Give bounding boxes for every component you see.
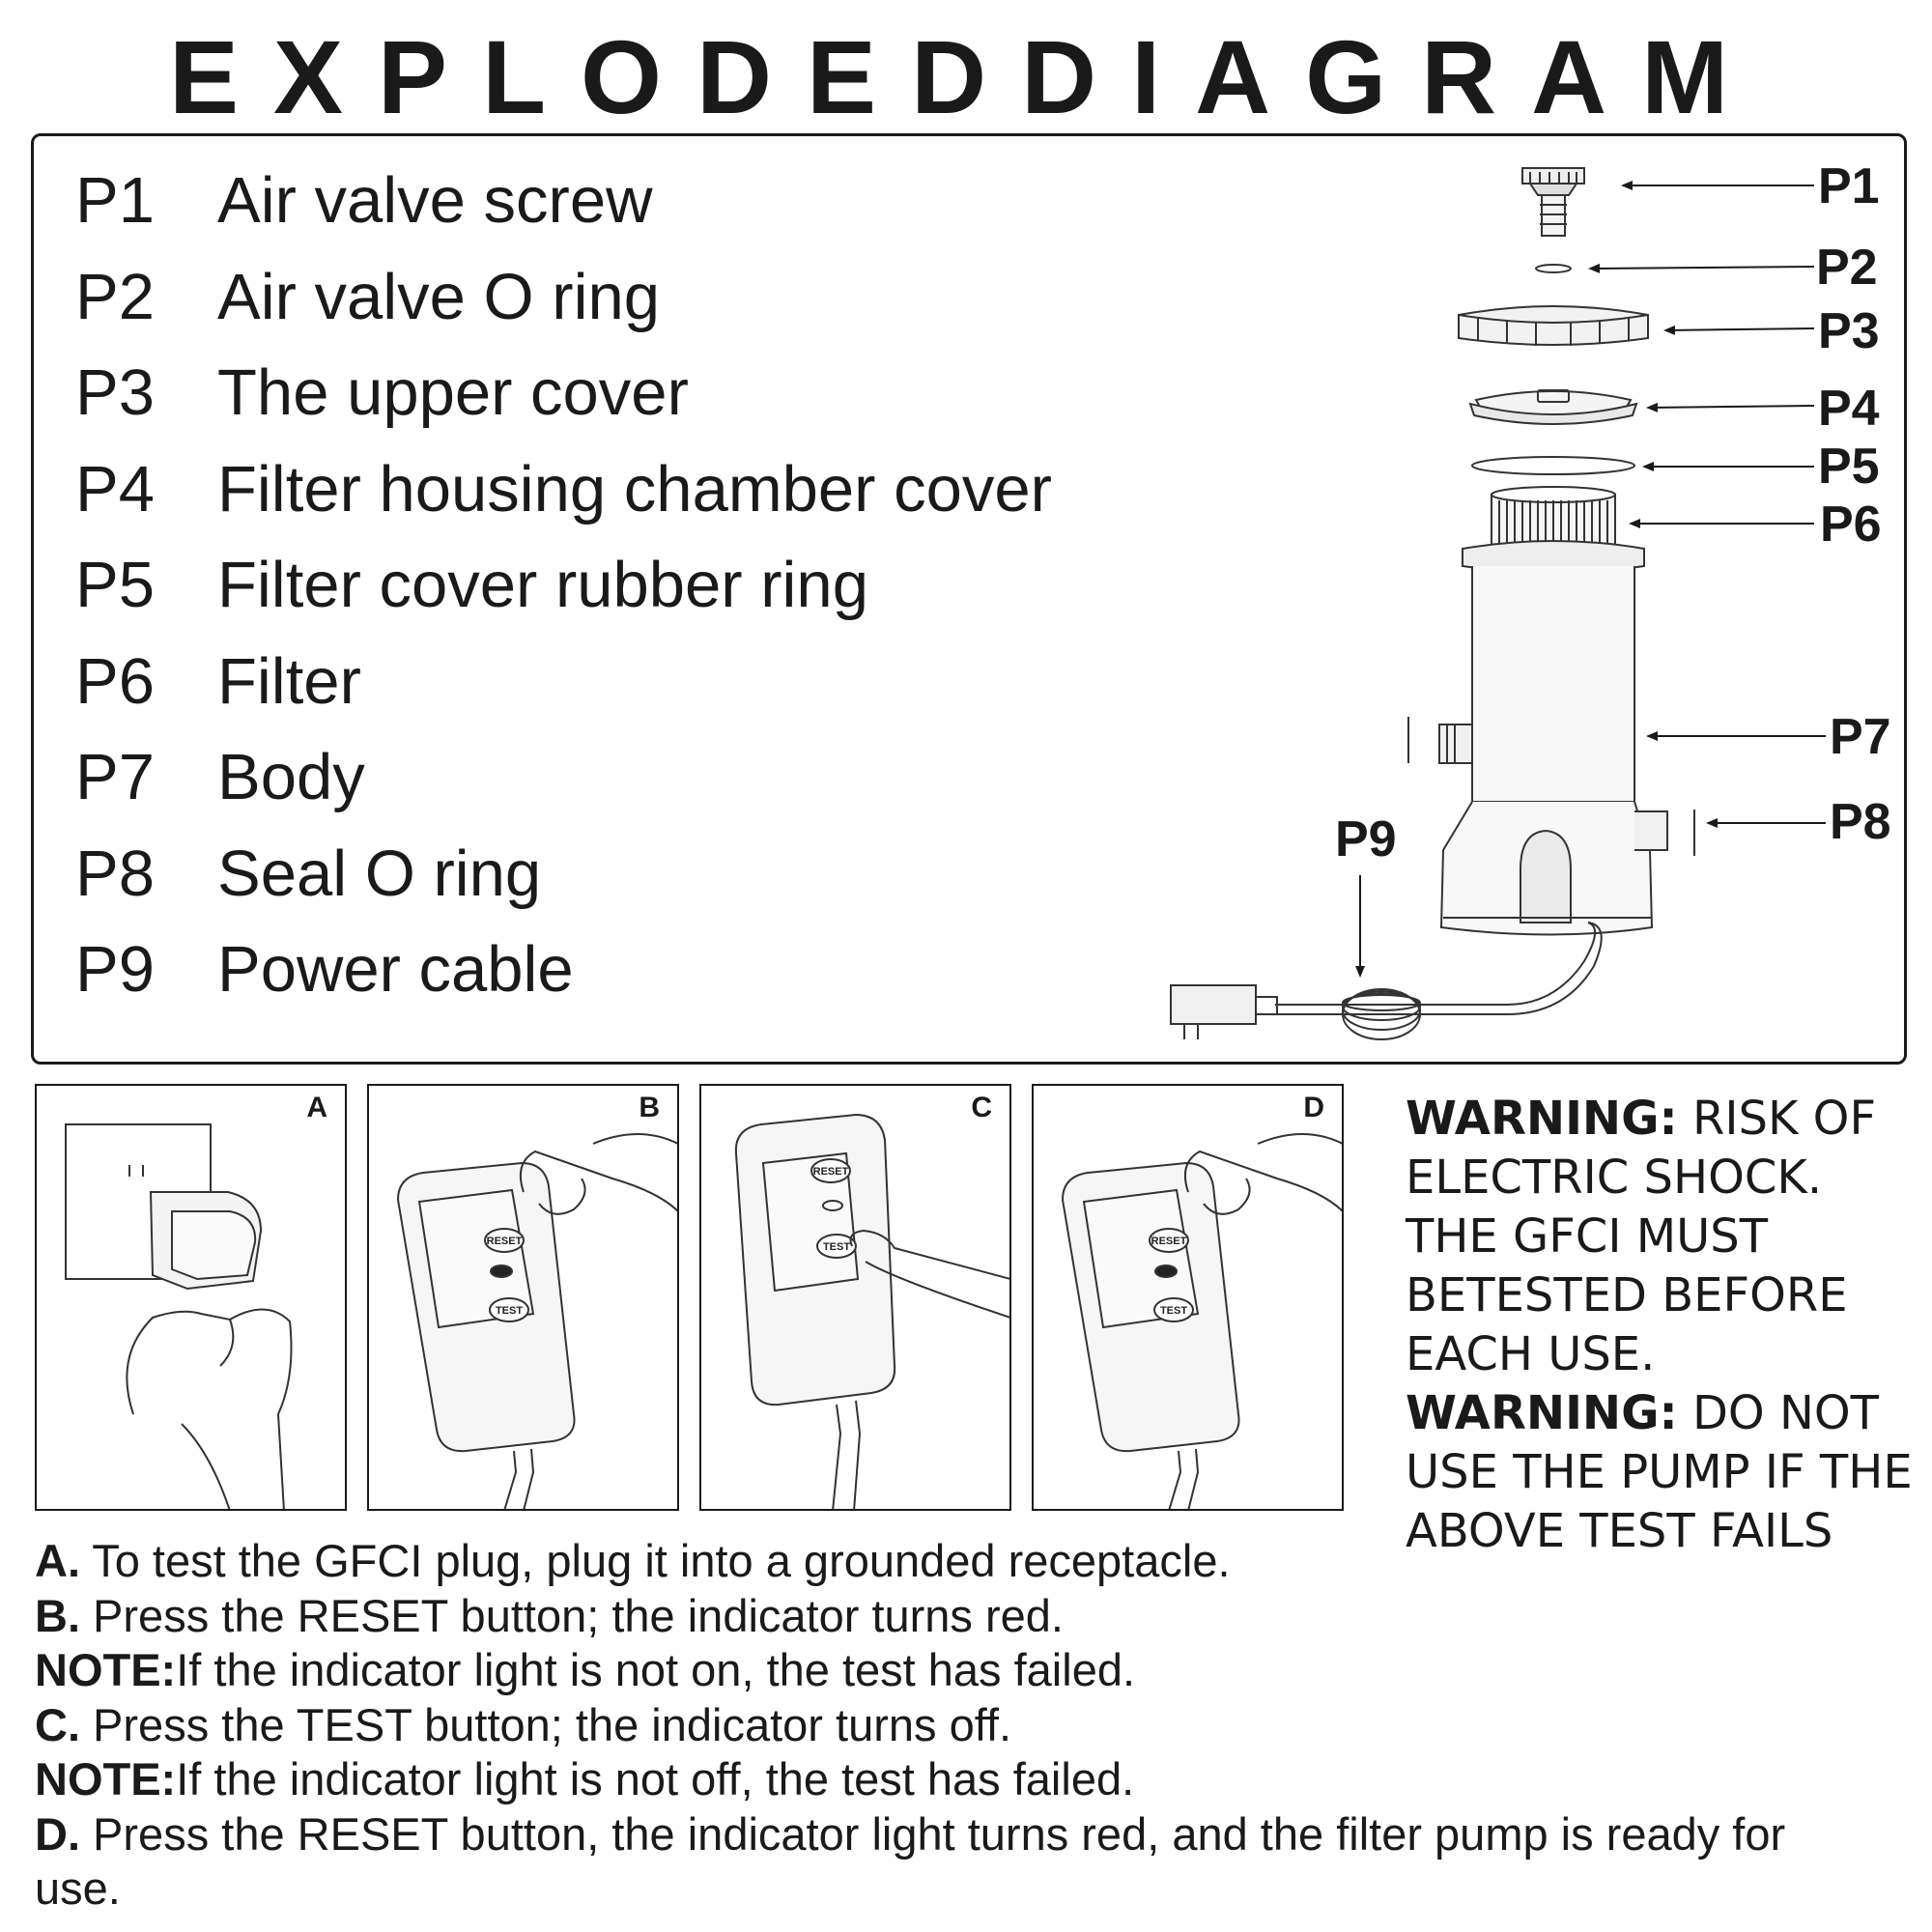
filter-housing-chamber-cover: [1468, 389, 1638, 425]
callout-label: P1: [1818, 158, 1880, 214]
callout-label: P6: [1820, 497, 1882, 553]
callout-label: P8: [1830, 794, 1891, 850]
reset-button: RESET: [1151, 1236, 1187, 1247]
part-code: P3: [75, 356, 155, 430]
test-button: TEST: [823, 1241, 850, 1253]
instruction-key: C.: [35, 1698, 80, 1750]
warning-text: DO NOT USE THE PUMP IF THE ABOVE TEST FA…: [1406, 1386, 1913, 1558]
part-row: P6 Filter: [75, 634, 1052, 730]
air-valve-o-ring: [1535, 264, 1572, 273]
parts-list: P1 Air valve screw P2 Air valve O ring P3 T…: [75, 153, 1052, 1018]
callout-arrow: [1588, 263, 1815, 273]
instruction-line: A. To test the GFCI plug, plug it into a…: [35, 1534, 1870, 1589]
callout-label: P9: [1335, 811, 1397, 867]
callout-label: P5: [1818, 439, 1880, 495]
part-row: P9 Power cable: [75, 922, 1052, 1018]
part-code: P5: [75, 549, 155, 622]
reset-button: RESET: [813, 1166, 849, 1178]
warning-label: WARNING:: [1406, 1092, 1678, 1146]
step-panel-c: RESET TEST C: [699, 1084, 1011, 1511]
upper-cover: [1458, 305, 1649, 346]
part-code: P9: [75, 933, 155, 1007]
reset-button: RESET: [487, 1236, 523, 1247]
instruction-line: NOTE:If the indicator light is not off, …: [35, 1752, 1870, 1807]
part-code: P4: [75, 452, 155, 526]
panel-letter: C: [971, 1092, 992, 1123]
callout-arrow: [1663, 325, 1815, 335]
callout-label: P2: [1816, 240, 1878, 296]
part-code: P1: [75, 164, 155, 238]
instruction-key: NOTE:: [35, 1644, 177, 1695]
warning-label: WARNING:: [1406, 1386, 1678, 1440]
plug-into-outlet-illustration: [65, 1123, 293, 1509]
instruction-line: C. Press the TEST button; the indicator …: [35, 1698, 1870, 1753]
instruction-line: B. Press the RESET button; the indicator…: [35, 1589, 1870, 1644]
part-row: P1 Air valve screw: [75, 153, 1052, 249]
instruction-key: B.: [35, 1589, 80, 1641]
test-instructions: A. To test the GFCI plug, plug it into a…: [35, 1534, 1870, 1917]
part-row: P2 Air valve O ring: [75, 249, 1052, 346]
part-name: Air valve O ring: [217, 260, 660, 333]
part-row: P8 Seal O ring: [75, 826, 1052, 923]
step-panel-a: A: [35, 1084, 347, 1511]
instruction-text: To test the GFCI plug, plug it into a gr…: [80, 1535, 1231, 1586]
part-name: Filter cover rubber ring: [217, 549, 868, 622]
part-code: P8: [75, 837, 155, 910]
test-button: TEST: [1160, 1305, 1187, 1317]
panel-letter: B: [639, 1092, 660, 1123]
callout-label: P7: [1830, 709, 1891, 765]
part-name: Filter housing chamber cover: [217, 452, 1052, 526]
part-name: Power cable: [217, 933, 574, 1007]
press-reset-again-illustration: RESET TEST: [1061, 1133, 1342, 1509]
warning-test-fails: WARNING: DO NOT USE THE PUMP IF THE ABOV…: [1406, 1384, 1922, 1561]
filter-cartridge: [1491, 486, 1616, 552]
instruction-line: D. Press the RESET button, the indicator…: [35, 1807, 1870, 1917]
callout-label: P4: [1818, 381, 1880, 437]
part-row: P5 Filter cover rubber ring: [75, 537, 1052, 634]
instruction-line: NOTE:If the indicator light is not on, t…: [35, 1643, 1870, 1698]
power-cable: [1170, 922, 1603, 1040]
part-name: Filter: [217, 644, 361, 718]
pump-body: [1407, 540, 1695, 936]
part-code: P2: [75, 260, 155, 333]
exploded-pump-diagram: P1 P2 P3 P4 P5 P6 P7 P8 P9: [1170, 158, 1891, 1040]
part-name: Seal O ring: [217, 837, 542, 910]
panel-letter: A: [306, 1092, 327, 1123]
instruction-key: A.: [35, 1535, 80, 1586]
instruction-text: Press the TEST button; the indicator tur…: [80, 1698, 1012, 1750]
part-row: P4 Filter housing chamber cover: [75, 441, 1052, 538]
instruction-text: Press the RESET button, the indicator li…: [35, 1807, 1786, 1915]
press-reset-illustration: RESET TEST: [396, 1133, 677, 1509]
parts-panel: [31, 133, 1907, 1065]
instruction-text: If the indicator light is not on, the te…: [176, 1644, 1136, 1695]
instruction-text: Press the RESET button; the indicator tu…: [80, 1589, 1064, 1641]
part-code: P7: [75, 741, 155, 814]
part-row: P7 Body: [75, 729, 1052, 826]
instruction-key: NOTE:: [35, 1753, 177, 1804]
part-name: Air valve screw: [217, 164, 653, 238]
step-panel-d: RESET TEST D: [1032, 1084, 1344, 1511]
part-name: The upper cover: [217, 356, 689, 430]
step-panel-b: RESET TEST B: [367, 1084, 679, 1511]
part-name: Body: [217, 741, 365, 814]
warning-block: WARNING: RISK OF ELECTRIC SHOCK. THE GFC…: [1406, 1090, 1922, 1561]
instruction-text: If the indicator light is not off, the t…: [176, 1753, 1135, 1804]
callout-arrow: [1646, 402, 1815, 412]
instruction-key: D.: [35, 1807, 80, 1860]
part-code: P6: [75, 644, 155, 718]
warning-text: RISK OF ELECTRIC SHOCK. THE GFCI MUST BE…: [1406, 1092, 1877, 1381]
warning-electric-shock: WARNING: RISK OF ELECTRIC SHOCK. THE GFC…: [1406, 1090, 1922, 1384]
callout-label: P3: [1818, 303, 1880, 359]
air-valve-screw: [1521, 167, 1585, 237]
filter-cover-rubber-ring: [1471, 456, 1635, 475]
page-title: EXPLODEDDIAGRAM: [168, 18, 1764, 135]
press-test-illustration: RESET TEST: [734, 1113, 1009, 1509]
part-row: P3 The upper cover: [75, 345, 1052, 441]
panel-letter: D: [1303, 1092, 1324, 1123]
test-button: TEST: [496, 1305, 523, 1317]
